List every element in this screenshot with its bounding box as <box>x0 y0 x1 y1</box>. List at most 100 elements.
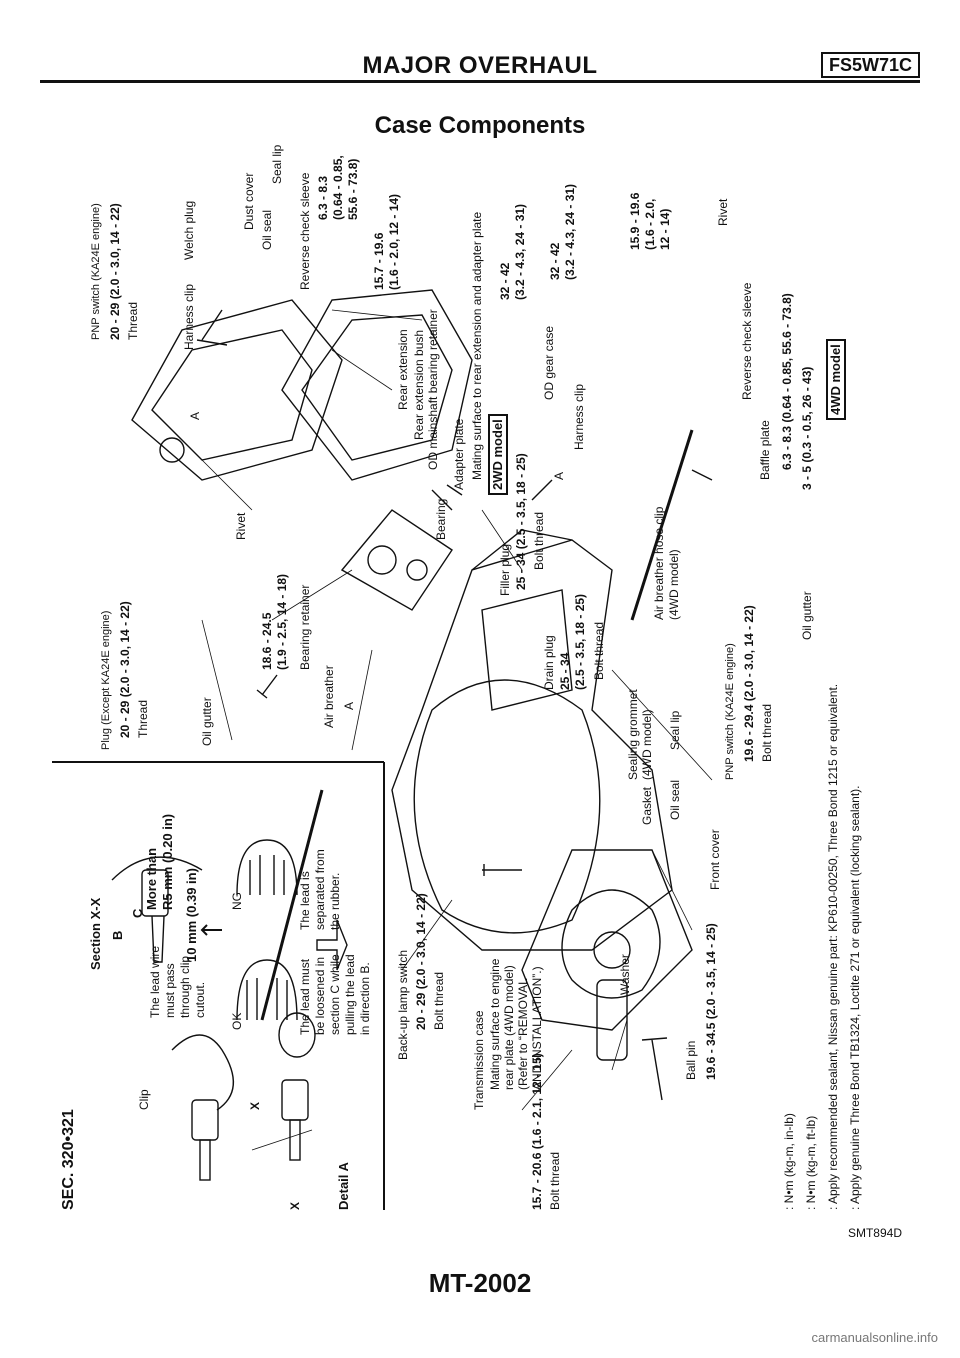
label-torque-20-29-c: 20 - 29 (2.0 - 3.0, 14 - 22) <box>108 203 122 340</box>
torque-25a-line: (2.5 - 3.5, 18 - 25) <box>573 593 587 690</box>
label-mating-surface-2: Mating surface to rear extension and ada… <box>470 211 484 480</box>
label-seal-lip-1: Seal lip <box>668 710 682 750</box>
label-thread-1: Thread <box>136 699 150 738</box>
mating1-line: rear plate (4WD model) <box>502 965 516 1090</box>
label-rear-extension: Rear extension <box>396 329 410 410</box>
label-torque-20-29-b: 20 - 29 (2.0 - 3.0, 14 - 22) <box>118 601 132 738</box>
header-title: MAJOR OVERHAUL <box>362 52 598 79</box>
hose-clip-line: Air breather hose clip <box>652 506 666 620</box>
note3-line: separated from <box>313 849 327 930</box>
label-mating-surface-1: Mating surface to engine rear plate (4WD… <box>488 959 544 1090</box>
note1-line: must pass <box>163 963 177 1018</box>
detail-c: C <box>130 908 145 918</box>
label-rear-extension-bush: Rear extension bush <box>412 329 426 440</box>
detail-note-3: The lead is separated from the rubber. <box>298 849 343 930</box>
detail-note-2: The lead must be loosened in section C w… <box>298 954 373 1035</box>
torque-32b-line: 32 - 42 <box>548 242 562 280</box>
page-header: MAJOR OVERHAUL FS5W71C <box>40 52 920 79</box>
diagram-frame: SEC. 320•321 Detail A Clip The lead wire… <box>52 145 908 1210</box>
torque-18-line: 18.6 - 24.5 <box>260 612 274 670</box>
label-bolt-thread-3: Bolt thread <box>760 703 774 762</box>
legend-torque-ft-lb: : N•m (kg-m, ft-lb) <box>804 1115 818 1210</box>
label-thread-2: Thread <box>126 301 140 340</box>
detail-ok: OK <box>230 1012 244 1030</box>
label-a-3: A <box>188 411 202 420</box>
grommet-line: Sealing grommet <box>626 689 640 780</box>
detail-b: B <box>110 930 125 940</box>
label-torque-25-34-a: 25 - 34 (2.5 - 3.5, 18 - 25) <box>558 594 588 690</box>
note2-line: The lead must <box>298 958 312 1035</box>
label-air-breather: Air breather <box>322 665 336 728</box>
label-drain-plug: Drain plug <box>542 635 556 690</box>
label-rivet-2: Rivet <box>716 198 730 226</box>
detail-x-1: X <box>288 1201 302 1210</box>
label-ball-pin: Ball pin <box>684 1040 698 1080</box>
label-bolt-thread-5: Bolt thread <box>532 511 546 570</box>
torque-15-line: 15.7 - 19.6 <box>372 232 386 290</box>
torque-32b-line: (3.2 - 4.3, 24 - 31) <box>563 183 577 280</box>
label-a-1: A <box>342 701 356 710</box>
label-torque-32-42-a: 32 - 42 (3.2 - 4.3, 24 - 31) <box>498 204 528 300</box>
mating1-line: (Refer to “REMOVAL <box>516 978 530 1090</box>
label-torque-19-6-29: 19.6 - 29.4 (2.0 - 3.0, 14 - 22) <box>742 605 756 762</box>
label-reverse-check-1: Reverse check sleeve <box>298 172 312 290</box>
label-torque-3-5: 3 - 5 (0.3 - 0.5, 26 - 43) <box>800 366 814 490</box>
detail-title: Detail A <box>336 1162 351 1210</box>
label-backup-lamp-switch: Back-up lamp switch <box>396 949 410 1060</box>
label-torque-20-29-a: 20 - 29 (2.0 - 3.0, 14 - 22) <box>414 893 428 1030</box>
label-welch-plug: Welch plug <box>182 200 196 260</box>
torque-25a-line: 25 - 34 <box>558 652 572 690</box>
mating1-line: Mating surface to engine <box>488 958 502 1090</box>
page-subtitle: Case Components <box>374 112 586 139</box>
label-torque-25-34-b: 25 - 34 (2.5 - 3.5, 18 - 25) <box>514 453 528 590</box>
watermark: carmanualsonline.info <box>811 1330 938 1345</box>
page-number: MT-2002 <box>428 1268 532 1298</box>
legend-locking-sealant: : Apply genuine Three Bond TB1324, Locti… <box>848 785 862 1210</box>
detail-clip-label: Clip <box>137 1089 151 1110</box>
header-code: FS5W71C <box>820 52 920 78</box>
label-od-mainshaft: OD mainshaft bearing retainer <box>426 309 440 470</box>
legend-torque-in-lb: : N•m (kg-m, in-lb) <box>782 1113 796 1210</box>
note3-line: The lead is <box>298 871 312 930</box>
label-oil-gutter-2: Oil gutter <box>800 591 814 640</box>
label-torque-6-3-a: 6.3 - 8.3 (0.64 - 0.85, 55.6 - 73.8) <box>316 155 361 220</box>
torque-159-line: (1.6 - 2.0, <box>643 198 657 250</box>
detail-x-2: X <box>248 1101 262 1110</box>
torque-159-line: 12 - 14) <box>658 208 672 250</box>
header-rule <box>40 80 920 83</box>
label-torque-15-9: 15.9 - 19.6 (1.6 - 2.0, 12 - 14) <box>628 193 673 250</box>
torque-32a-line: (3.2 - 4.3, 24 - 31) <box>513 203 527 300</box>
label-harness-clip-2: Harness clip <box>182 283 196 350</box>
detail-section-xx: Section X-X <box>88 897 103 970</box>
label-bolt-thread-2: Bolt thread <box>432 971 446 1030</box>
detail-ng: NG <box>230 892 244 910</box>
label-od-gear-case: OD gear case <box>542 325 556 400</box>
torque-6a-line: 6.3 - 8.3 <box>316 175 330 220</box>
label-bolt-thread-4: Bolt thread <box>592 621 606 680</box>
torque-159-line: 15.9 - 19.6 <box>628 192 642 250</box>
note1-line: The lead wire <box>148 945 162 1018</box>
note2-line: section C while <box>328 954 342 1035</box>
label-transmission-case: Transmission case <box>472 1010 486 1110</box>
section-number: SEC. 320•321 <box>60 1109 77 1210</box>
torque-15-line: (1.6 - 2.0, 12 - 14) <box>387 193 401 290</box>
label-reverse-check-2: Reverse check sleeve <box>740 282 754 400</box>
note3-line: the rubber. <box>328 872 342 930</box>
label-gasket: Gasket <box>640 786 654 825</box>
label-torque-15-7-19: 15.7 - 19.6 (1.6 - 2.0, 12 - 14) <box>372 194 402 290</box>
label-pnp-2: PNP switch (KA24E engine) <box>90 203 102 340</box>
label-torque-6-3-b: 6.3 - 8.3 (0.64 - 0.85, 55.6 - 73.8) <box>780 293 794 470</box>
mating1-line: AND INSTALLATION”.) <box>530 966 544 1090</box>
label-air-hose-clip: Air breather hose clip (4WD model) <box>652 507 682 620</box>
note2-line: be loosened in <box>313 956 327 1035</box>
label-bearing: Bearing <box>434 498 448 540</box>
detail-10mm: 10 mm (0.39 in) <box>184 868 199 962</box>
label-bolt-thread-1: Bolt thread <box>548 1151 562 1210</box>
label-a-2: A <box>552 471 566 480</box>
label-torque-18-6: 18.6 - 24.5 (1.9 - 2.5, 14 - 18) <box>260 574 290 670</box>
label-bearing-retainer: Bearing retainer <box>298 584 312 670</box>
label-harness-clip-1: Harness clip <box>572 383 586 450</box>
label-dust-cover: Dust cover <box>242 172 256 230</box>
label-baffle-plate: Baffle plate <box>758 420 772 480</box>
label-sealing-grommet: Sealing grommet (4WD model) <box>626 689 654 780</box>
